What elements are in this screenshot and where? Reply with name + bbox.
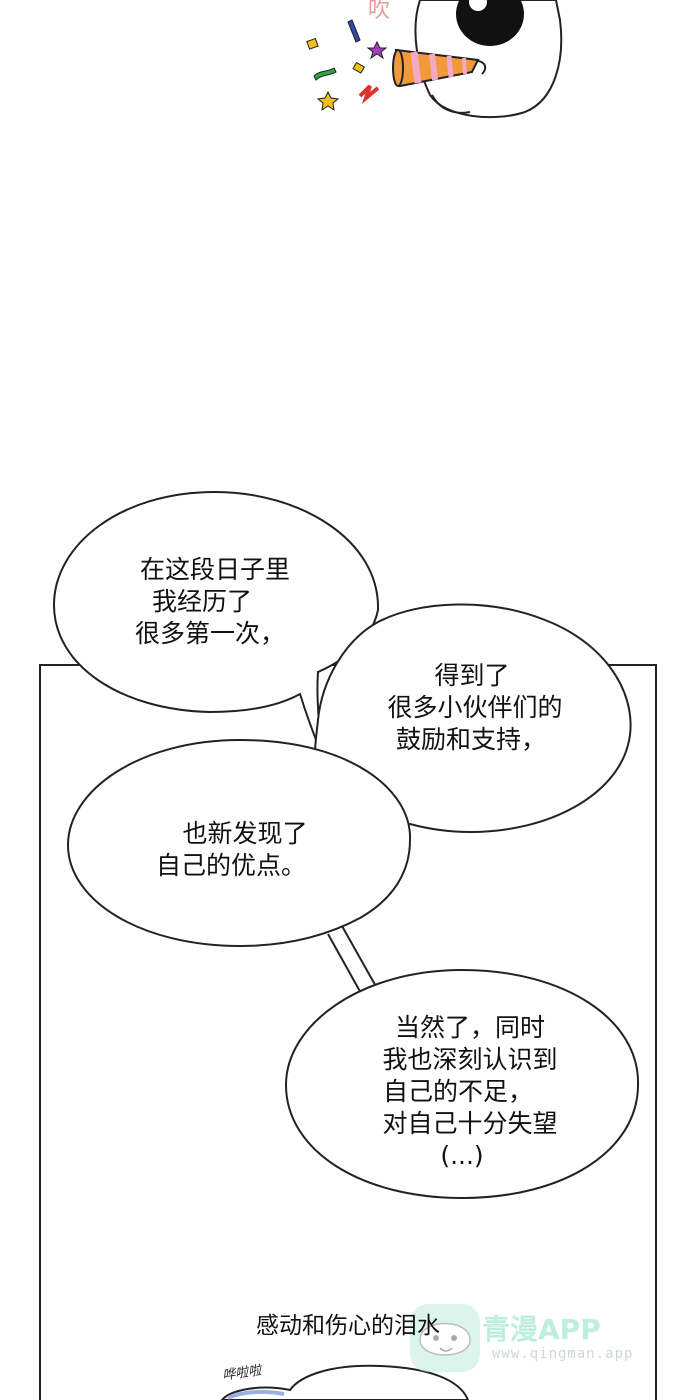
bubble-4-line-2: 我也深刻认识到: [382, 1045, 558, 1074]
speech-bubble-3: 也新发现了 自己的优点。: [135, 818, 335, 882]
bubble-4-line-4: 对自己十分失望: [382, 1109, 558, 1138]
bubble-1-line-2: 我经历了: [151, 587, 252, 616]
bubble-4-line-1: 当然了，同时: [394, 1013, 545, 1042]
bubble-1-line-1: 在这段日子里: [139, 555, 290, 584]
narration-caption: 感动和伤心的泪水: [256, 1313, 440, 1339]
bubble-2-line-3: 鼓励和支持，: [395, 725, 546, 754]
mascot-character: [414, 0, 563, 119]
speech-bubble-4: 当然了，同时 我也深刻认识到 自己的不足， 对自己十分失望 (...): [355, 1012, 585, 1172]
crying-creature-partial: [220, 1364, 470, 1400]
bubble-3-line-2: 自己的优点。: [155, 851, 306, 880]
top-sfx-partial: 吹: [368, 0, 391, 23]
speech-bubble-2: 得到了 很多小伙伴们的 鼓励和支持，: [360, 660, 590, 756]
bubble-2-line-2: 很多小伙伴们的: [387, 693, 563, 722]
confetti: [306, 19, 388, 112]
watermark-title: 青漫APP: [482, 1313, 601, 1346]
speech-bubble-4-shape: [284, 968, 640, 1200]
watermark: 青漫APP www.qingman.app: [410, 1304, 650, 1374]
bubble-1-line-3: 很多第一次，: [134, 619, 285, 648]
watermark-logo-icon: [410, 1304, 480, 1372]
bubble-4-line-5: (...): [440, 1141, 484, 1170]
bubble-3-line-1: 也新发现了: [182, 819, 308, 848]
party-horn: [392, 48, 480, 88]
speech-bubble-1-shape: [52, 490, 380, 751]
speech-bubble-2-shape: [313, 603, 632, 834]
speech-bubble-3-shape: [66, 738, 412, 948]
bubble-2-line-1: 得到了: [434, 661, 510, 690]
mascot-eye: [456, 0, 524, 46]
speech-bubble-1: 在这段日子里 我经历了 很多第一次，: [110, 554, 320, 650]
watermark-url: www.qingman.app: [492, 1346, 634, 1362]
top-illustration: [306, 0, 563, 119]
bubble-connector: [327, 925, 379, 996]
bubble-4-line-3: 自己的不足，: [382, 1077, 533, 1106]
